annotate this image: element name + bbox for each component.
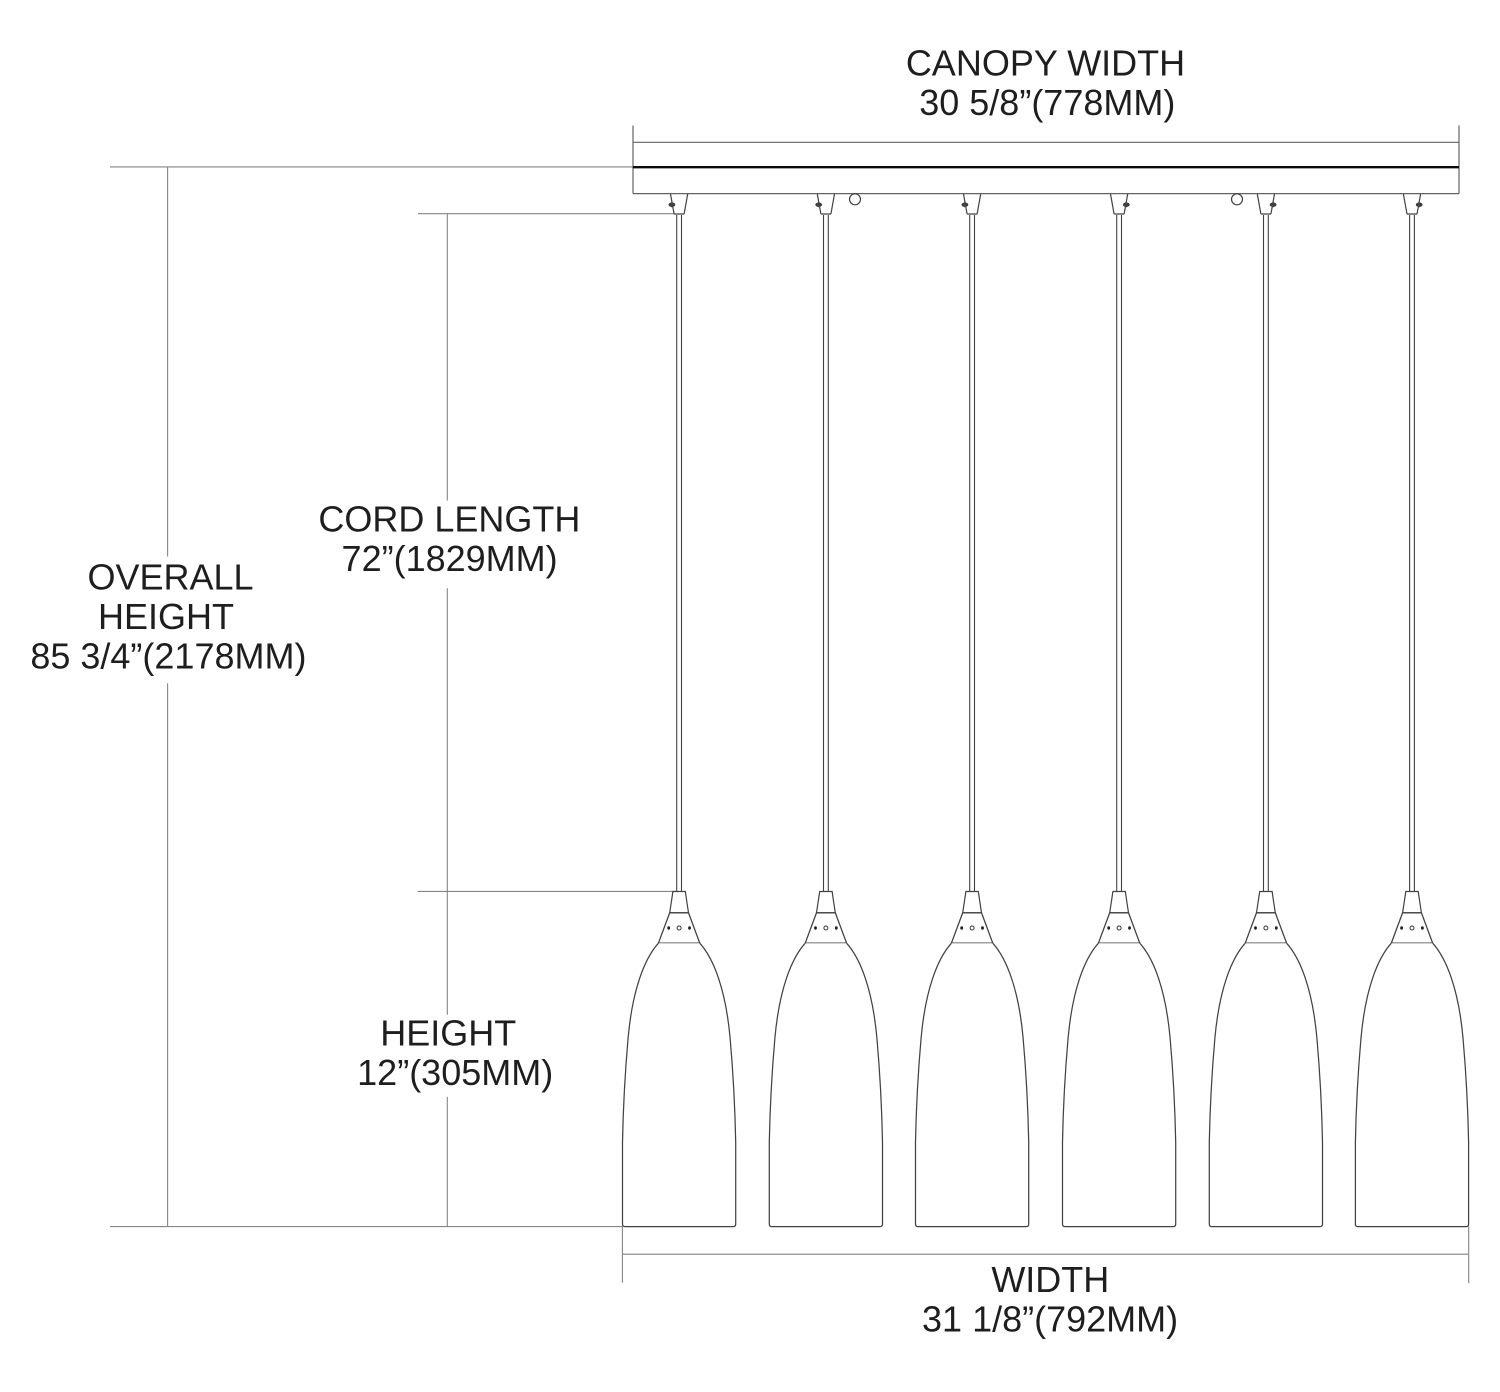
svg-text:72”(1829MM): 72”(1829MM) <box>342 538 558 579</box>
svg-text:HEIGHT: HEIGHT <box>380 1013 516 1054</box>
svg-text:CANOPY WIDTH: CANOPY WIDTH <box>906 43 1185 84</box>
svg-text:CORD LENGTH: CORD LENGTH <box>318 499 580 540</box>
svg-text:OVERALL: OVERALL <box>87 557 253 598</box>
svg-text:31 1/8”(792MM): 31 1/8”(792MM) <box>922 1299 1178 1340</box>
svg-text:30 5/8”(778MM): 30 5/8”(778MM) <box>919 82 1175 123</box>
svg-text:12”(305MM): 12”(305MM) <box>357 1052 553 1093</box>
svg-text:HEIGHT: HEIGHT <box>98 596 234 637</box>
svg-text:85 3/4”(2178MM): 85 3/4”(2178MM) <box>30 636 306 677</box>
svg-text:WIDTH: WIDTH <box>991 1259 1109 1300</box>
